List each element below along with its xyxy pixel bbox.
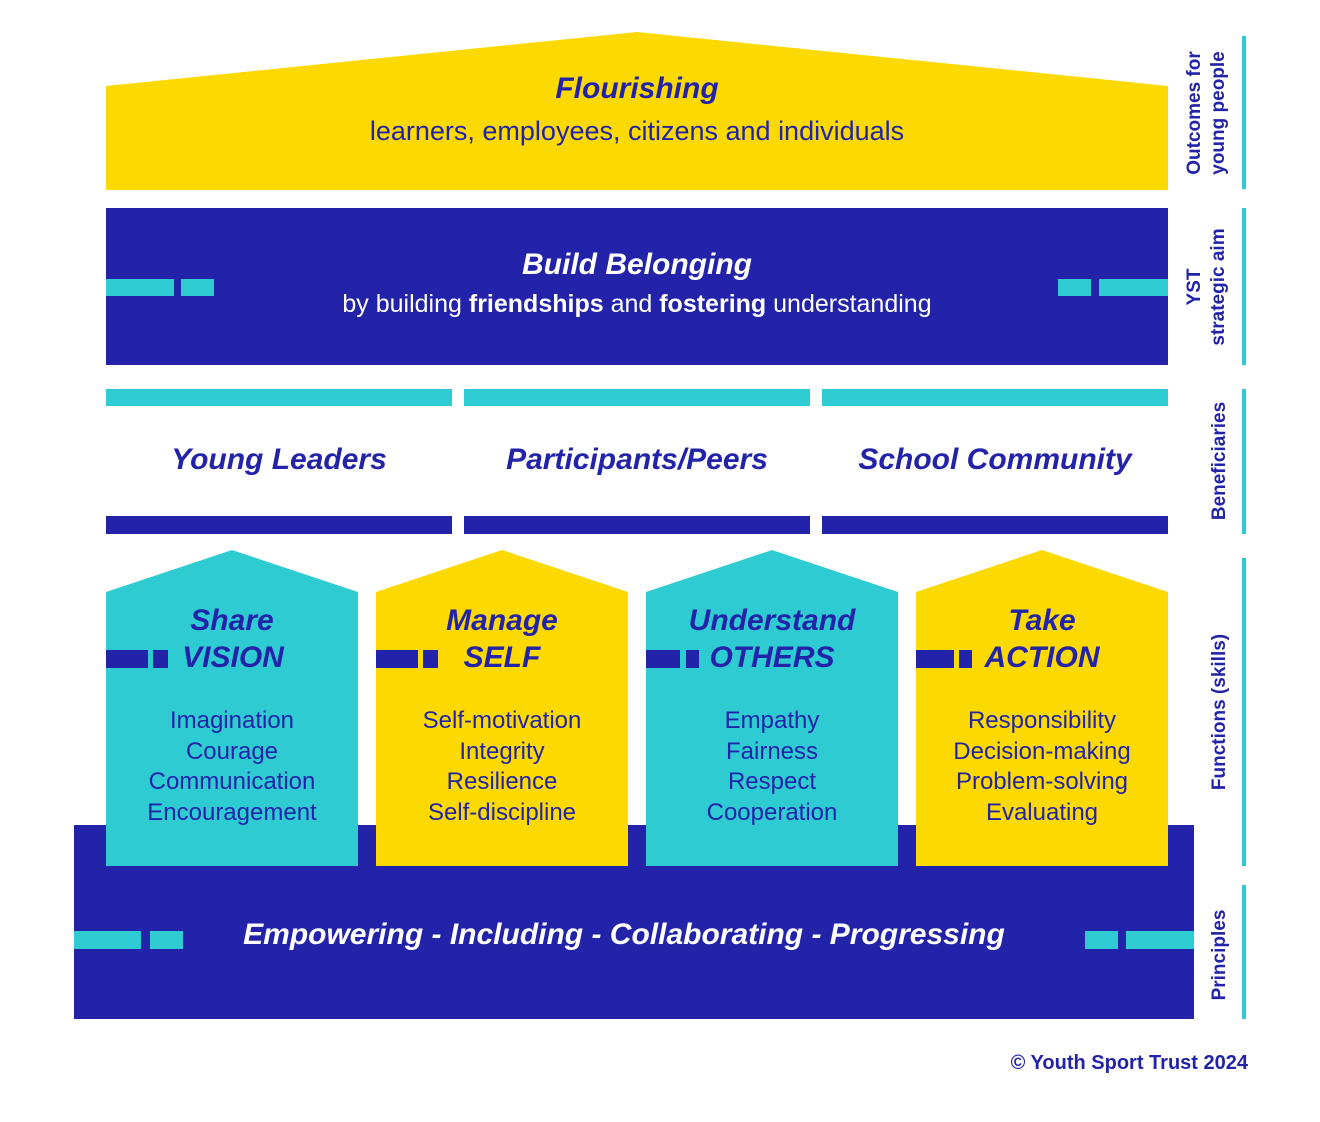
pillar-dash-long [106, 650, 148, 668]
side-label-functions: Functions (skills) [1209, 633, 1230, 791]
aim-subtitle: by building friendships and fostering un… [342, 290, 932, 318]
beneficiary-bar-bottom [822, 516, 1168, 534]
principles-text: Empowering - Including - Collaborating -… [243, 918, 1005, 951]
skill-item: Encouragement [147, 798, 317, 826]
roof-shape [106, 32, 1168, 190]
skill-item: Decision-making [953, 737, 1131, 765]
pillar-dash-short [153, 650, 168, 668]
function-skills-manage-self: Self-motivation Integrity Resilience Sel… [376, 706, 628, 828]
function-skills-understand-others: Empathy Fairness Respect Cooperation [646, 706, 898, 828]
skill-item: Fairness [725, 737, 819, 765]
side-line-beneficiaries [1242, 389, 1246, 534]
principles-dash-right-short [1085, 931, 1118, 949]
side-line-functions [1242, 558, 1246, 866]
side-line-principles [1242, 885, 1246, 1019]
skill-item: Integrity [459, 737, 545, 765]
pillar-dash-long [916, 650, 954, 668]
aim-dash-left-long [106, 279, 174, 296]
beneficiary-young-leaders: Young Leaders [171, 443, 387, 476]
beneficiary-bar-top [106, 389, 452, 406]
side-line-aim [1242, 208, 1246, 365]
skill-item: Self-motivation [422, 707, 582, 734]
side-label-beneficiaries: Beneficiaries [1209, 401, 1230, 521]
skill-item: Respect [727, 768, 817, 795]
function-skills-share-vision: Imagination Courage Communication Encour… [106, 706, 358, 828]
pillar-dash-short [686, 650, 699, 668]
beneficiary-bar-top [822, 389, 1168, 406]
beneficiary-participants: Participants/Peers [506, 443, 768, 476]
outcome-subtitle: learners, employees, citizens and indivi… [369, 116, 905, 146]
function-skills-take-action: Responsibility Decision-making Problem-s… [916, 706, 1168, 828]
pillar-take-action [916, 550, 1168, 866]
beneficiary-bar-top [464, 389, 810, 406]
skill-item: Problem-solving [955, 768, 1129, 795]
skill-item: Evaluating [985, 798, 1099, 826]
skill-item: Responsibility [967, 707, 1117, 734]
skill-item: Resilience [446, 768, 558, 795]
pillar-dash-short [959, 650, 972, 668]
pillar-dash-long [376, 650, 418, 668]
pillar-understand-others [646, 550, 898, 866]
pillar-share-vision [106, 550, 358, 866]
aim-dash-right-long [1099, 279, 1168, 296]
copyright-text: © Youth Sport Trust 2024 [1010, 1052, 1248, 1074]
aim-band [106, 208, 1168, 365]
principles-dash-left-short [150, 931, 183, 949]
skill-item: Cooperation [706, 798, 838, 826]
principles-dash-left-long [74, 931, 141, 949]
skill-item: Imagination [169, 707, 295, 734]
pillar-dash-long [646, 650, 680, 668]
principles-dash-right-long [1126, 931, 1194, 949]
beneficiary-bar-bottom [464, 516, 810, 534]
side-label-principles: Principles [1209, 909, 1230, 1001]
skill-item: Courage [185, 737, 279, 765]
side-line-outcomes [1242, 36, 1246, 189]
skill-item: Self-discipline [427, 798, 577, 826]
skill-item: Empathy [724, 707, 820, 734]
beneficiary-bar-bottom [106, 516, 452, 534]
skill-item: Communication [148, 768, 316, 795]
aim-title: Build Belonging [522, 248, 752, 281]
pillar-dash-short [423, 650, 438, 668]
aim-dash-right-short [1058, 279, 1091, 296]
pillar-manage-self [376, 550, 628, 866]
outcome-title: Flourishing [555, 72, 719, 105]
aim-dash-left-short [181, 279, 214, 296]
beneficiary-school-community: School Community [858, 443, 1132, 476]
